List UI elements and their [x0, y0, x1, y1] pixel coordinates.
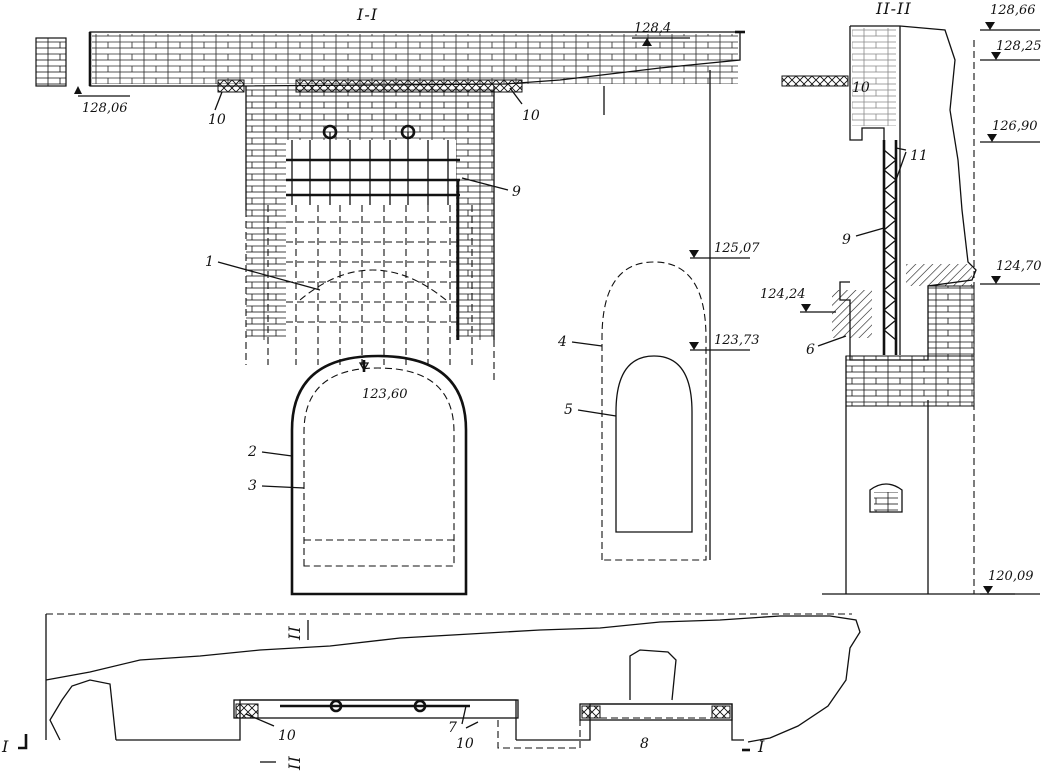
callouts-plan: 10 10 7 8	[245, 705, 649, 752]
callout-3: 3	[248, 478, 257, 494]
callouts-i: 10 10 9 1 2 3 4 5	[205, 87, 617, 494]
callout-1: 1	[205, 254, 214, 270]
callout-4: 4	[557, 334, 567, 350]
elev-126-90: 126,90	[992, 119, 1038, 134]
cut-mark-ii-bottom: II	[285, 755, 304, 771]
cut-mark-i-right: I	[757, 737, 765, 756]
callout-6: 6	[806, 342, 815, 358]
elev-124-70: 124,70	[996, 259, 1042, 274]
elevation-marks-i: 128,4 128,06 123,60 125,07 123,73	[74, 21, 760, 402]
callout-2: 2	[247, 444, 257, 460]
block-8	[579, 649, 733, 721]
elevation-marks-ii: 128,66 128,25 126,90 124,70 124,24 120,0…	[760, 3, 1042, 595]
elev-128-66: 128,66	[990, 3, 1036, 18]
brick-foundation	[845, 355, 975, 407]
brick-right	[927, 285, 975, 357]
elev-124-24: 124,24	[760, 287, 806, 302]
cut-mark-i-left: I	[1, 737, 9, 756]
section-title-ii-ii: II-II	[875, 0, 912, 18]
elev-128-06: 128,06	[82, 101, 128, 116]
section-title-i-i: I-I	[356, 5, 378, 24]
callout-11: 11	[910, 148, 928, 164]
elev-128-4: 128,4	[634, 21, 671, 36]
hatch-top-right	[906, 264, 972, 286]
callout-7: 7	[448, 720, 457, 736]
callout-10-plan-a: 10	[278, 728, 296, 744]
upper-masonry-band	[35, 30, 745, 93]
section-ii-ii: II-II 128,66	[760, 0, 1042, 595]
beam-7	[233, 699, 519, 719]
callout-9-side: 9	[842, 232, 851, 248]
callout-10-ii: 10	[852, 80, 870, 96]
elev-120-09: 120,09	[988, 569, 1034, 584]
section-i-i: I-I	[35, 5, 760, 596]
callout-10-left: 10	[208, 112, 226, 128]
arched-opening	[290, 354, 468, 596]
elev-125-07: 125,07	[714, 241, 760, 256]
elev-123-60: 123,60	[362, 387, 408, 402]
elev-128-25: 128,25	[996, 39, 1042, 54]
callout-8: 8	[640, 736, 649, 752]
elev-123-73: 123,73	[714, 333, 760, 348]
callouts-ii: 10 11 9 6	[806, 80, 928, 358]
second-opening	[601, 70, 711, 561]
small-niche	[869, 483, 903, 513]
callout-10-top: 10	[522, 108, 540, 124]
plan-view: I I II II 10 10 7 8	[1, 613, 861, 771]
callout-10-plan-b: 10	[456, 736, 474, 752]
dashed-grid	[245, 205, 495, 380]
cut-marks: I I II II	[1, 620, 765, 771]
cut-mark-ii-top: II	[285, 625, 304, 641]
callout-9-front: 9	[512, 184, 521, 200]
hatch-left-step	[832, 290, 872, 338]
callout-5: 5	[564, 402, 573, 418]
vertical-reinforcement	[882, 140, 898, 355]
reinforcement-cage	[286, 124, 460, 205]
ground-strip-ii	[781, 75, 849, 87]
